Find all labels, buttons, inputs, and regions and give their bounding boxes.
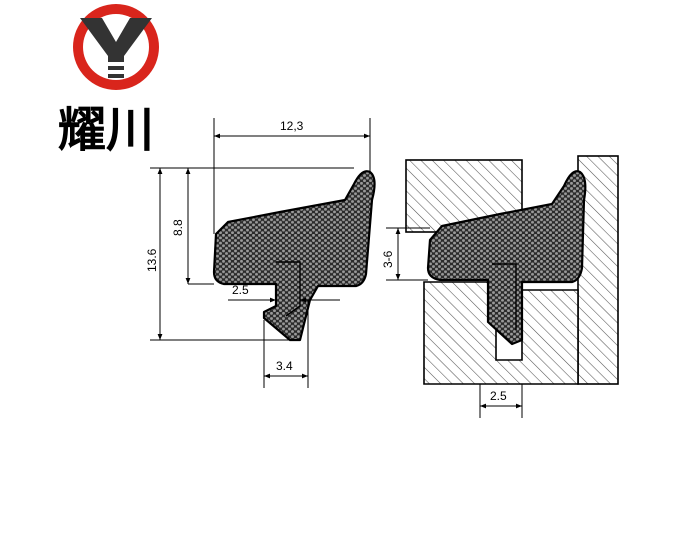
dim-overall-width: 12,3 xyxy=(280,119,304,133)
seal-profile-view: 12,3 13.6 8.8 2.5 3.4 xyxy=(145,118,376,388)
dim-slot-width: 2.5 xyxy=(490,389,507,403)
dim-gap-range: 3-6 xyxy=(381,250,395,268)
dim-upper-height: 8.8 xyxy=(171,219,185,236)
brand-name: 耀川 xyxy=(58,102,154,158)
dim-overall-height: 13.6 xyxy=(145,248,159,272)
dim-lip-width: 3.4 xyxy=(276,359,293,373)
seal-profile-shape xyxy=(212,170,376,342)
brand-logo xyxy=(73,4,159,90)
dim-stem-width: 2.5 xyxy=(232,283,249,297)
logo-y-icon xyxy=(80,18,152,78)
seal-installed-shape xyxy=(426,170,587,346)
seal-installed-view: 3-6 2.5 xyxy=(381,155,619,418)
